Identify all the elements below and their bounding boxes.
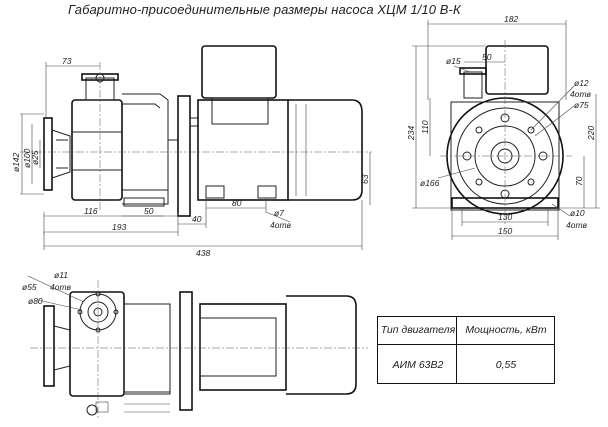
inlet-flange-plan bbox=[43, 305, 55, 387]
dim-55: ø55 bbox=[22, 282, 37, 292]
dim-166: ø166 bbox=[420, 178, 440, 188]
motor-body-plan bbox=[199, 303, 287, 391]
front-view: 73 ø142 ø100 ø25 63 116 50 40 80 ø7 bbox=[11, 45, 372, 258]
motor-foot bbox=[257, 185, 277, 199]
dim-40: 40 bbox=[192, 214, 202, 224]
motor-flange-plan bbox=[179, 291, 193, 411]
dim-110: 110 bbox=[420, 120, 430, 134]
motor-foot bbox=[205, 185, 225, 199]
motor-fan-cover-plan bbox=[286, 295, 357, 395]
inlet-nozzle bbox=[51, 129, 71, 179]
dim-193: 193 bbox=[112, 222, 126, 232]
dim-10: ø10 bbox=[570, 208, 585, 218]
dim-12: ø12 bbox=[574, 78, 589, 88]
motor-table-header-type: Тип двигателя bbox=[380, 324, 456, 336]
plan-view: ø11 4отв ø55 ø80 bbox=[22, 270, 368, 420]
dim-438: 438 bbox=[196, 248, 210, 258]
dim-80-plan: ø80 bbox=[28, 296, 43, 306]
pump-casing bbox=[71, 99, 123, 201]
motor-table-cell-type: АИМ 63В2 bbox=[392, 359, 444, 371]
motor-flange bbox=[177, 95, 191, 217]
dim-73: 73 bbox=[62, 56, 72, 66]
dim-80: 80 bbox=[232, 198, 242, 208]
dim-100: ø100 bbox=[22, 148, 32, 168]
motor-table: Тип двигателя Мощность, кВт АИМ 63В2 0,5… bbox=[377, 316, 555, 384]
dim-10-holes: 4отв bbox=[566, 220, 588, 230]
dim-220: 220 bbox=[586, 126, 596, 141]
outlet-side bbox=[463, 71, 483, 99]
dim-11-holes: 4отв bbox=[50, 282, 72, 292]
dim-70: 70 bbox=[574, 176, 584, 186]
dim-7-holes: 4отв bbox=[270, 220, 292, 230]
dim-116: 116 bbox=[84, 206, 98, 216]
bracket-plan bbox=[123, 303, 171, 395]
motor-fan-cover bbox=[288, 99, 363, 201]
dim-50-side: 50 bbox=[482, 52, 492, 62]
motor-table-cell-power: 0,55 bbox=[495, 359, 517, 371]
motor-table-header-row bbox=[378, 317, 554, 345]
dim-25: ø25 bbox=[30, 150, 40, 165]
terminal-box bbox=[201, 45, 277, 99]
dim-12-holes: 4отв bbox=[570, 89, 592, 99]
motor-body bbox=[197, 99, 289, 201]
inlet-flange bbox=[43, 117, 53, 191]
dim-7: ø7 bbox=[274, 208, 284, 218]
dim-63: 63 bbox=[360, 174, 370, 184]
terminal-box-side bbox=[485, 45, 549, 95]
dim-234: 234 bbox=[406, 126, 416, 141]
dim-15: ø15 bbox=[446, 56, 461, 66]
side-view: 182 50 ø15 ø12 4отв ø75 234 110 220 70 ø… bbox=[406, 14, 600, 240]
drawing-title: Габаритно-присоединительные размеры насо… bbox=[68, 2, 461, 17]
dim-150: 150 bbox=[498, 226, 512, 236]
dim-182: 182 bbox=[504, 14, 518, 24]
dim-130: 130 bbox=[498, 212, 512, 222]
dim-75: ø75 bbox=[574, 100, 589, 110]
bracket bbox=[122, 93, 169, 205]
dim-142: ø142 bbox=[11, 152, 21, 172]
dim-50: 50 bbox=[144, 206, 154, 216]
motor-table-header-power: Мощность, кВт bbox=[465, 324, 547, 336]
dim-11: ø11 bbox=[54, 270, 68, 280]
